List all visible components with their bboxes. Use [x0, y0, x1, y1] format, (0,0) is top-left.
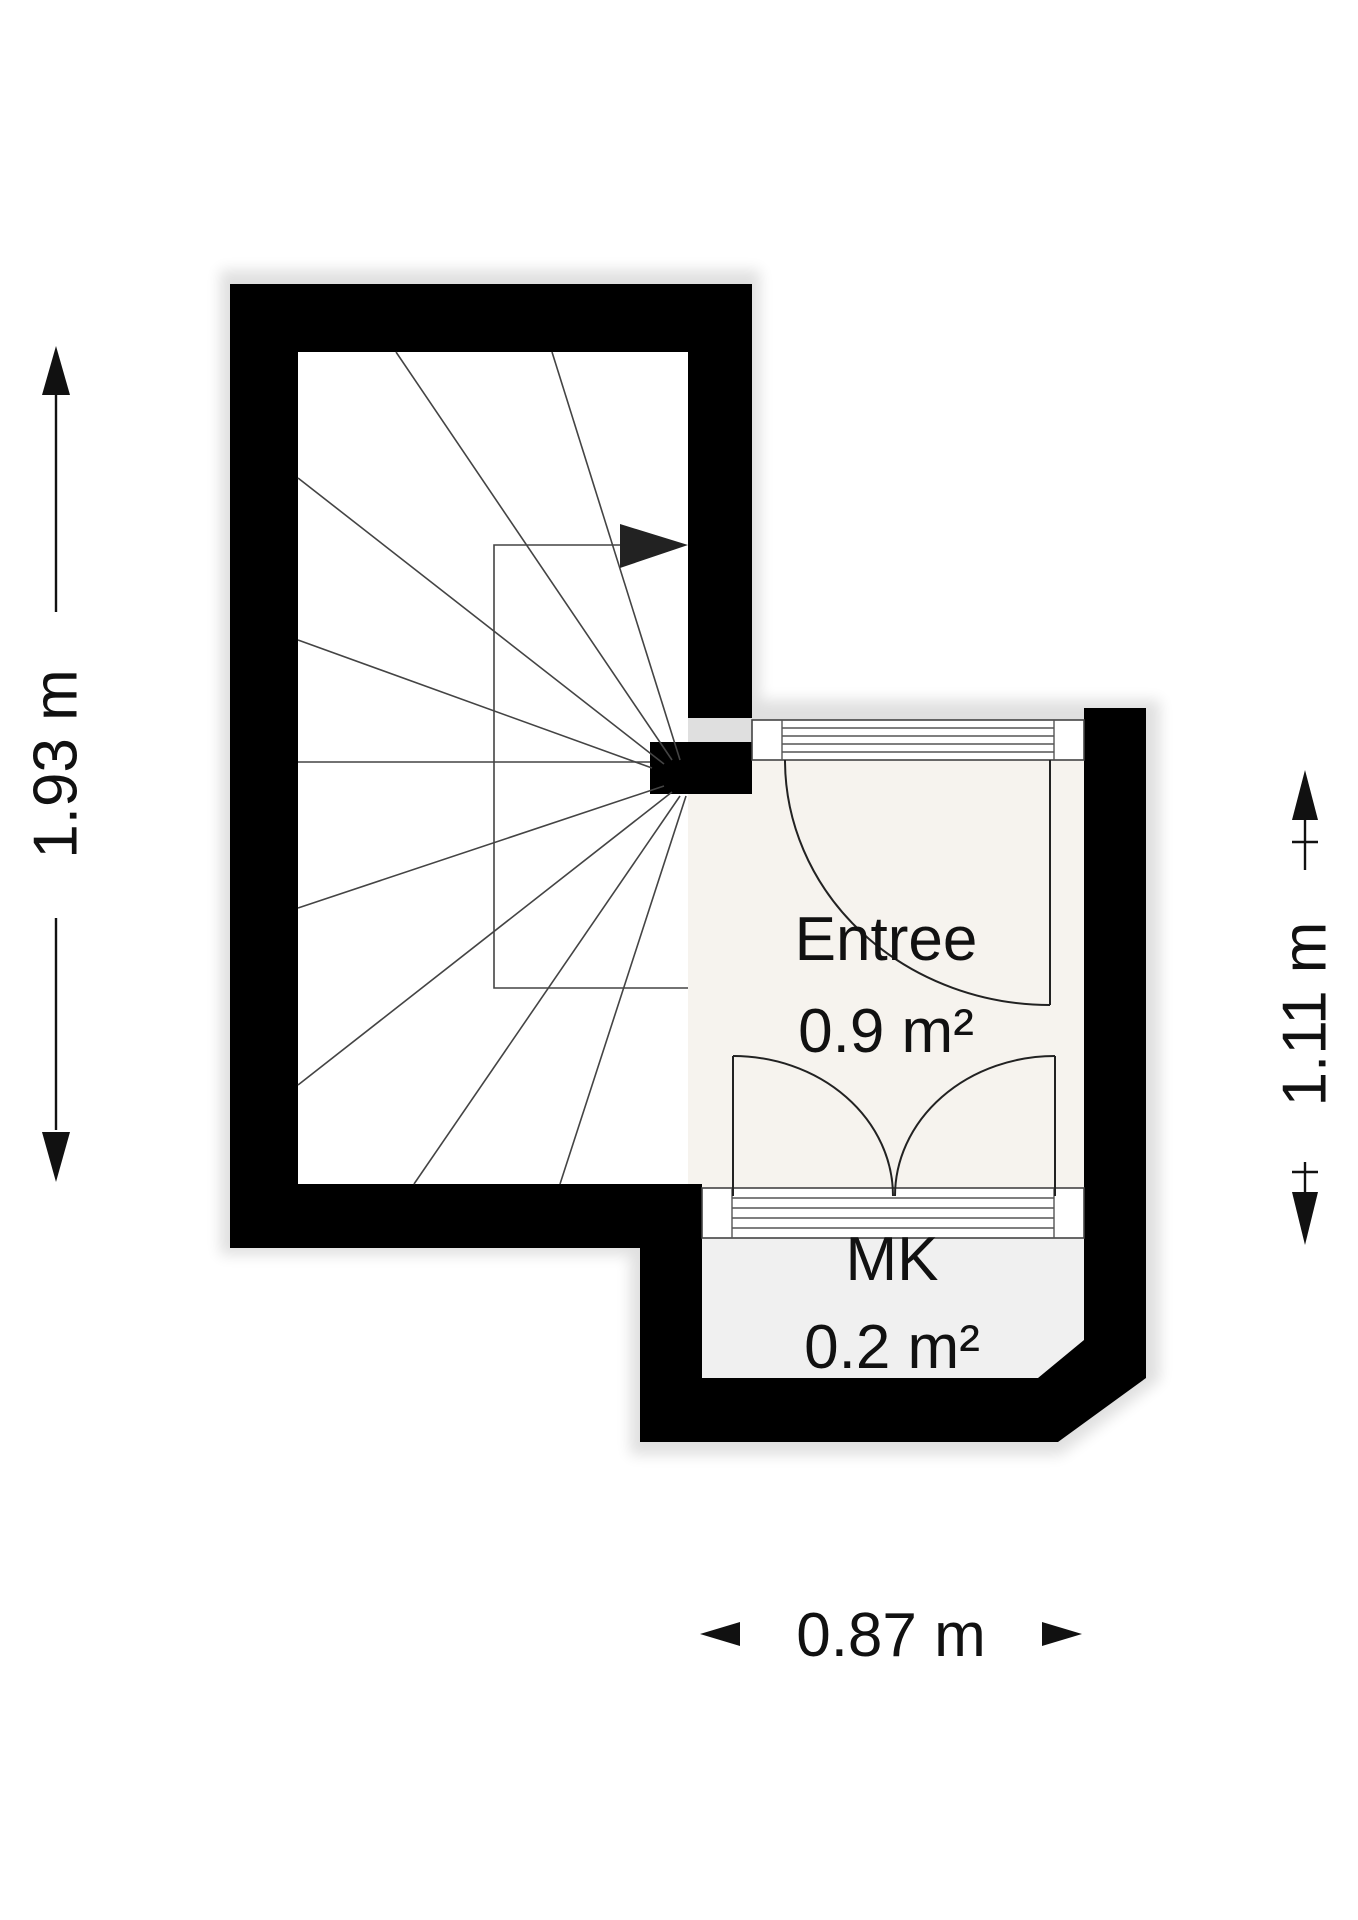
dimension-right: [1292, 770, 1318, 1245]
wall-right: [1084, 708, 1146, 1374]
wall-stair-pillar: [650, 742, 752, 794]
stair-tread: [297, 639, 653, 769]
dimension-bottom: [700, 1622, 1082, 1646]
staircase: [297, 351, 688, 1185]
arrow-right-icon: [1042, 1622, 1082, 1646]
arrow-up-icon: [1292, 770, 1318, 820]
stair-tread: [413, 795, 681, 1185]
room-area-mk: 0.2 m²: [804, 1313, 980, 1382]
door-threshold-lines: [731, 720, 1055, 1238]
door-threshold-top: [751, 719, 1085, 761]
door-frames: [701, 719, 1085, 1239]
dimension-left-label: 1.93 m: [22, 669, 91, 859]
dimension-right-label: 1.11 m: [1271, 922, 1340, 1107]
arrow-left-icon: [700, 1622, 740, 1646]
room-label-mk: MK: [846, 1225, 939, 1294]
wall-mk-bottom: [640, 1340, 1146, 1442]
stair-tread: [559, 795, 687, 1185]
room-label-entree: Entree: [795, 905, 978, 974]
stair-tread: [395, 351, 673, 761]
mk-door-arc-left: [732, 1055, 894, 1197]
stair-tread: [297, 791, 673, 1086]
entry-door-arc: [784, 759, 1051, 1006]
mk-door-arc-right: [894, 1055, 1056, 1197]
wall-stair-top: [230, 284, 752, 352]
dimension-bottom-label: 0.87 m: [796, 1601, 986, 1670]
entree-floor: [688, 760, 1084, 1188]
door-swings: [732, 759, 1056, 1197]
arrow-up-icon: [42, 346, 70, 395]
stair-tread: [297, 477, 665, 765]
door-threshold-bottom: [701, 1187, 1085, 1239]
arrow-down-icon: [1292, 1192, 1318, 1245]
wall-stair-left: [230, 284, 298, 1248]
mk-floor: [702, 1238, 1084, 1378]
room-area-entree: 0.9 m²: [798, 997, 974, 1066]
stair-tread: [297, 785, 665, 909]
stair-floor: [298, 352, 688, 1184]
stair-tread: [551, 351, 681, 761]
stair-walkline: [493, 544, 688, 989]
stair-direction-arrow: [620, 524, 688, 568]
wall-stair-right-upper: [688, 284, 752, 718]
walls: [230, 284, 1146, 1442]
arrow-down-icon: [42, 1132, 70, 1182]
wall-stair-bottom: [230, 1184, 702, 1248]
dimension-left: [42, 346, 70, 1182]
